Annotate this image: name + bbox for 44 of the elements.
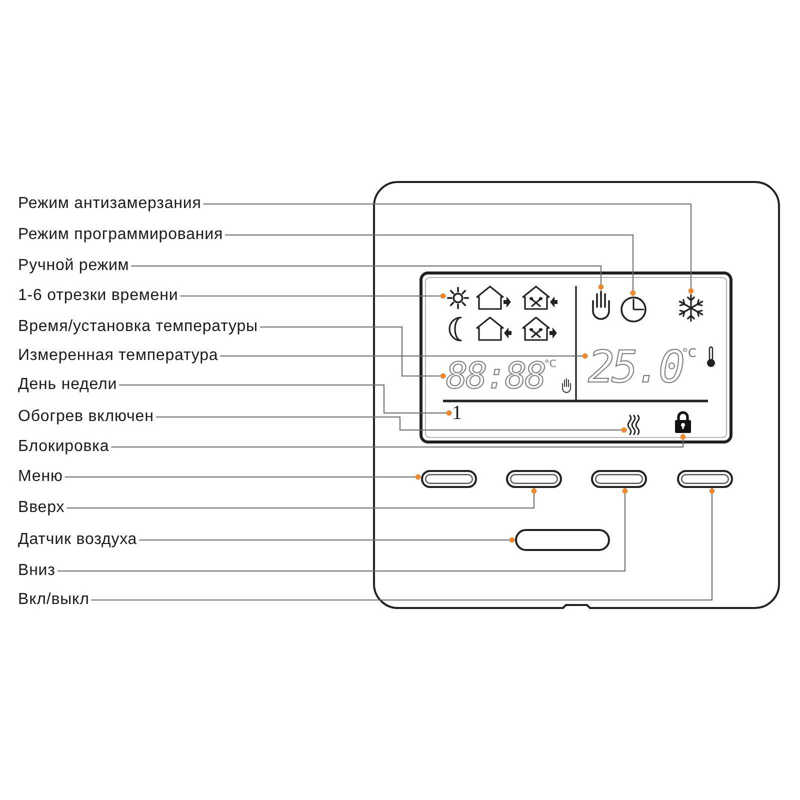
leader-line xyxy=(155,416,628,433)
temperature-readout: 25.0 xyxy=(588,346,682,390)
unit-label: °C xyxy=(544,359,556,370)
leader-line xyxy=(260,326,446,379)
time-readout: 88:88 xyxy=(446,359,544,395)
callout-label: Вниз xyxy=(18,562,56,580)
leader-line xyxy=(56,488,628,572)
period-symbols-drawing xyxy=(446,285,558,342)
leader-line xyxy=(138,537,516,543)
leader-line xyxy=(90,488,715,600)
leader-line xyxy=(64,474,422,480)
push-button xyxy=(591,470,647,488)
push-button xyxy=(421,470,477,488)
leader-line xyxy=(118,384,452,416)
callout-label: Время/установка температуры xyxy=(18,318,258,336)
callout-label: Меню xyxy=(18,468,63,486)
snowflake-icon xyxy=(677,294,705,322)
callout-label: Блокировка xyxy=(18,438,110,456)
leader-line xyxy=(202,204,694,294)
unit-label: °C xyxy=(682,346,696,360)
heat-waves-icon xyxy=(627,414,641,436)
day-number: 1 xyxy=(452,403,462,423)
sensor-window xyxy=(515,529,610,551)
padlock-icon xyxy=(674,410,692,434)
leader-line xyxy=(220,353,588,359)
callout-label: Режим антизамерзания xyxy=(18,195,202,213)
leader-line xyxy=(110,434,686,448)
callout-label: Вверх xyxy=(18,499,65,517)
clock-icon xyxy=(620,296,647,323)
callout-label: Режим программирования xyxy=(18,226,224,244)
push-button xyxy=(677,470,733,488)
leader-line xyxy=(180,293,446,299)
callout-label: Обогрев включен xyxy=(18,408,154,426)
leader-line xyxy=(224,234,636,296)
hand-icon xyxy=(590,290,612,322)
callout-label: День недели xyxy=(18,376,118,394)
push-button xyxy=(506,470,562,488)
leader-line xyxy=(66,488,537,508)
callout-label: Вкл/выкл xyxy=(18,591,90,609)
callout-label: Датчик воздуха xyxy=(18,531,138,549)
callout-label: 1-6 отрезки времени xyxy=(18,287,178,305)
leader-line xyxy=(130,266,604,290)
callout-label: Ручной режим xyxy=(18,257,130,275)
callout-label: Измеренная температура xyxy=(18,347,218,365)
